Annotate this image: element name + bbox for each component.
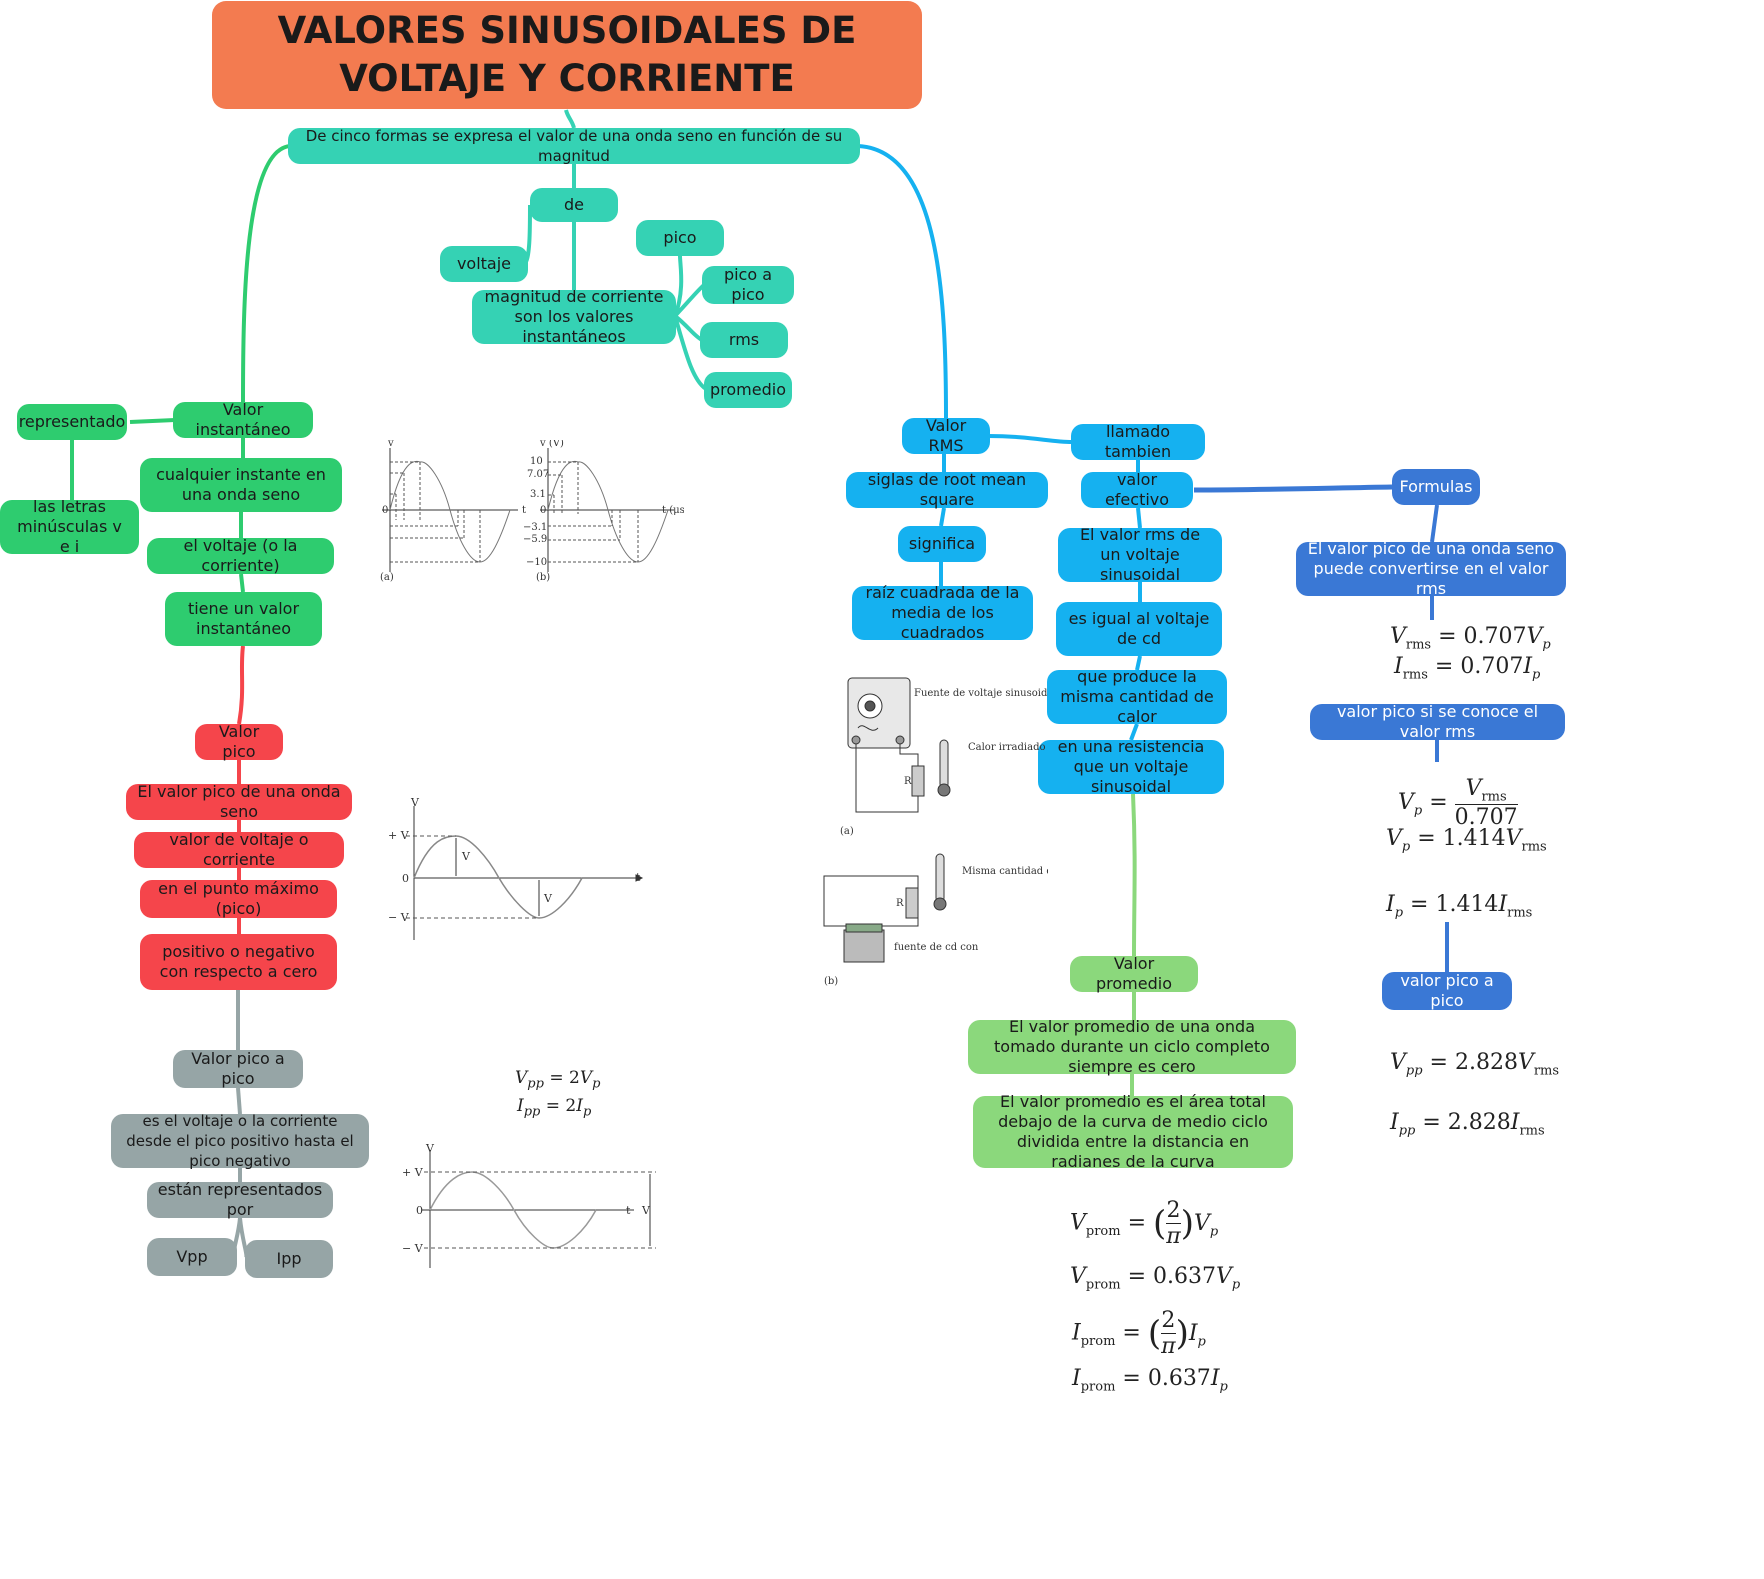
- svg-text:+ V: + V: [388, 829, 410, 842]
- instantaneous-values-figure: v t 0 (a) v (V) 10 7.07 3.1 0 −3.1−5.9 −10 t (μs…: [380, 440, 684, 583]
- ipp-node[interactable]: Ipp: [245, 1240, 333, 1278]
- valor-pico-a-pico-node[interactable]: Valor pico a pico: [173, 1049, 303, 1088]
- formulas-node[interactable]: Formulas: [1392, 469, 1480, 505]
- picoapico-item-1[interactable]: es el voltaje o la corriente desde el pi…: [111, 1112, 369, 1170]
- promedio-item-1[interactable]: El valor promedio de una onda tomado dur…: [968, 1017, 1296, 1076]
- svg-text:−3.1: −3.1: [523, 522, 547, 533]
- formula-iprom: Iprom = 0.637Ip: [1072, 1366, 1228, 1395]
- rms-chain-2[interactable]: es igual al voltaje de cd: [1056, 602, 1222, 656]
- pico-item-4[interactable]: positivo o negativo con respecto a cero: [140, 934, 337, 990]
- promedio-item-2[interactable]: El valor promedio es el área total debaj…: [973, 1092, 1293, 1171]
- calor-label: Calor irradiado: [968, 742, 1046, 753]
- svg-text:−10: −10: [526, 557, 547, 568]
- rms-chain-3[interactable]: que produce la misma cantidad de calor: [1047, 667, 1227, 726]
- formula-vp: Vp = 1.414Vrms: [1386, 826, 1547, 855]
- representado-node[interactable]: representado: [17, 404, 127, 440]
- instantaneo-item-3[interactable]: tiene un valor instantáneo: [165, 592, 322, 646]
- valor-instantaneo-node[interactable]: Valor instantáneo: [173, 400, 313, 439]
- formula-vprom: Vprom = 0.637Vp: [1070, 1264, 1241, 1293]
- fig-a-label: (a): [840, 826, 854, 837]
- node-de[interactable]: de: [530, 188, 618, 222]
- formula-irms: Irms = 0.707Ip: [1394, 654, 1541, 683]
- formula-vrms: Vrms = 0.707Vp: [1390, 624, 1551, 653]
- svg-text:+ V: + V: [402, 1166, 424, 1179]
- node-promedio[interactable]: promedio: [704, 372, 792, 408]
- siglas-node[interactable]: siglas de root mean square: [846, 470, 1048, 509]
- valor-promedio-node[interactable]: Valor promedio: [1070, 954, 1198, 993]
- svg-text:v (V): v (V): [539, 440, 564, 449]
- svg-text:− V: − V: [402, 1242, 424, 1255]
- formulas-convert-node[interactable]: El valor pico de una onda seno puede con…: [1296, 539, 1566, 598]
- node-magnitud[interactable]: magnitud de corriente son los valores in…: [472, 287, 676, 346]
- svg-text:R: R: [904, 776, 912, 787]
- fig-b-label: (b): [824, 976, 838, 987]
- page-title: VALORES SINUSOIDALES DE VOLTAJE Y CORRIE…: [212, 1, 922, 109]
- pico-item-1[interactable]: El valor pico de una onda seno: [126, 782, 352, 821]
- svg-text:−5.9: −5.9: [523, 534, 547, 545]
- svg-text:10: 10: [530, 456, 543, 467]
- valor-rms-node[interactable]: Valor RMS: [902, 416, 990, 455]
- svg-text:V: V: [641, 1204, 651, 1217]
- llamado-node[interactable]: llamado tambien: [1071, 422, 1205, 461]
- svg-text:0: 0: [402, 872, 409, 885]
- node-rms[interactable]: rms: [700, 322, 788, 358]
- svg-text:t: t: [636, 871, 641, 884]
- svg-text:R: R: [896, 898, 904, 909]
- svg-text:3.1: 3.1: [530, 489, 546, 500]
- pico-item-2[interactable]: valor de voltaje o corriente: [134, 830, 344, 869]
- svg-text:(b): (b): [536, 572, 550, 583]
- valor-efectivo-node[interactable]: valor efectivo: [1081, 470, 1193, 509]
- svg-text:t: t: [626, 1204, 631, 1217]
- node-pico-a-pico[interactable]: pico a pico: [702, 265, 794, 304]
- svg-text:V: V: [461, 850, 471, 863]
- svg-text:0: 0: [382, 505, 388, 516]
- svg-text:v: v: [387, 440, 394, 449]
- svg-text:(a): (a): [380, 572, 394, 583]
- fuente-cd-label: fuente de cd con: [894, 942, 979, 953]
- formula-ip: Ip = 1.414Irms: [1386, 892, 1533, 921]
- vpp-node[interactable]: Vpp: [147, 1238, 237, 1276]
- formula-ipp: Ipp = 2Ip: [517, 1096, 592, 1120]
- rms-chain-1[interactable]: El valor rms de un voltaje sinusoidal: [1058, 525, 1222, 584]
- svg-text:7.07: 7.07: [527, 469, 549, 480]
- formulas-peak-node[interactable]: valor pico si se conoce el valor rms: [1310, 702, 1565, 741]
- pico-item-3[interactable]: en el punto máximo (pico): [140, 879, 337, 918]
- node-pico[interactable]: pico: [636, 220, 724, 256]
- svg-text:− V: − V: [388, 911, 410, 924]
- letras-node[interactable]: las letras minúsculas v e i: [0, 497, 139, 556]
- formulas-pp-node[interactable]: valor pico a pico: [1382, 971, 1512, 1010]
- formula-vpp: Vpp = 2Vp: [515, 1068, 601, 1092]
- root-node[interactable]: De cinco formas se expresa el valor de u…: [288, 127, 860, 165]
- svg-text:V: V: [410, 796, 420, 809]
- svg-text:0: 0: [540, 505, 546, 516]
- formula-vpp-rms: Vpp = 2.828Vrms: [1390, 1050, 1560, 1079]
- rms-chain-4[interactable]: en una resistencia que un voltaje sinuso…: [1038, 737, 1224, 796]
- raiz-node[interactable]: raíz cuadrada de la media de los cuadrad…: [852, 583, 1033, 642]
- peak-value-figure: V + V 0 − V V Vt: [388, 796, 644, 940]
- significa-node[interactable]: significa: [898, 526, 986, 562]
- rms-heating-figure: Fuente de voltaje sinusoidal Calor irrad…: [823, 677, 1048, 987]
- instantaneo-item-1[interactable]: cualquier instante en una onda seno: [140, 458, 342, 512]
- node-voltaje[interactable]: voltaje: [440, 246, 528, 282]
- formula-ipp-rms: Ipp = 2.828Irms: [1390, 1110, 1545, 1139]
- svg-text:t (μs): t (μs): [662, 505, 684, 516]
- fuente-voltaje-label: Fuente de voltaje sinusoidal: [914, 688, 1048, 699]
- misma-label: Misma cantidad de calor irradiado que en…: [962, 866, 1048, 877]
- svg-text:V: V: [425, 1142, 435, 1155]
- valor-pico-node[interactable]: Valor pico: [195, 722, 283, 761]
- svg-text:V: V: [543, 892, 553, 905]
- svg-text:0: 0: [416, 1204, 423, 1217]
- svg-text:t: t: [522, 505, 526, 516]
- instantaneo-item-2[interactable]: el voltaje (o la corriente): [147, 536, 334, 575]
- picoapico-item-2[interactable]: están representados por: [147, 1180, 333, 1219]
